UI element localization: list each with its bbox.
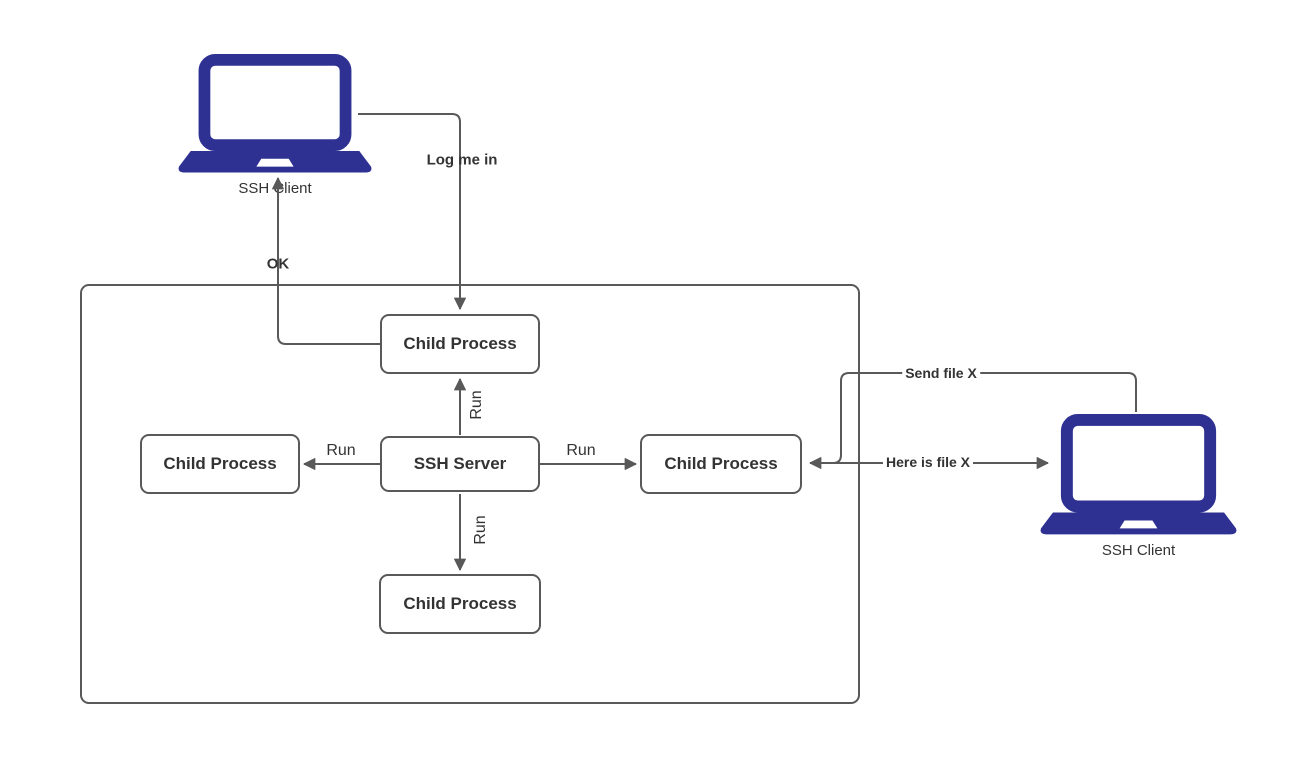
edge-log-me-in	[358, 113, 466, 310]
server-host-boundary	[80, 284, 860, 704]
child-process-label: Child Process	[403, 594, 517, 613]
edge-label-run-top: Run	[468, 390, 485, 420]
laptop-icon	[1040, 413, 1237, 535]
child-process-label: Child Process	[403, 334, 517, 353]
ssh-client-left: SSH Client	[177, 52, 373, 197]
edge-label-run-left: Run	[326, 442, 356, 459]
edge-label-here-is-file: Here is file X	[882, 454, 974, 470]
child-process-node-top: Child Process	[380, 314, 540, 374]
laptop-icon	[178, 53, 372, 173]
ssh-client-label: SSH Client	[1101, 542, 1176, 560]
ssh-client-label: SSH Client	[238, 180, 312, 198]
child-process-label: Child Process	[664, 454, 778, 473]
child-process-label: Child Process	[163, 454, 277, 473]
edge-label-send-file: Send file X	[902, 365, 980, 381]
child-process-node-right: Child Process	[640, 434, 802, 494]
edge-label-log-me-in: Log me in	[426, 151, 498, 169]
ssh-server-label: SSH Server	[413, 454, 507, 473]
child-process-node-left: Child Process	[140, 434, 300, 494]
child-process-node-bottom: Child Process	[379, 574, 541, 634]
edge-label-run-bottom: Run	[472, 515, 489, 545]
ssh-server-node: SSH Server	[380, 436, 540, 492]
edge-label-run-right: Run	[566, 442, 596, 459]
ssh-client-right: SSH Client	[1039, 412, 1238, 559]
edge-label-ok: OK	[266, 255, 290, 273]
